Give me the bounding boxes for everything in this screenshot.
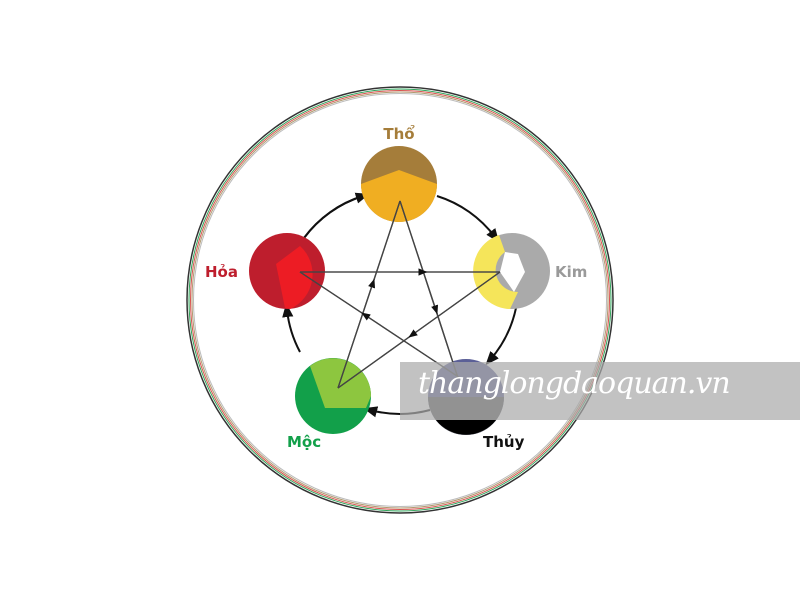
element-tho xyxy=(361,146,437,222)
watermark-text: thanglongdaoquan.vn xyxy=(418,366,731,401)
watermark-banner: thanglongdaoquan.vn xyxy=(400,362,800,420)
controlling-star xyxy=(299,200,501,389)
outer-ring xyxy=(186,86,614,514)
label-tho: Thổ xyxy=(383,124,415,143)
label-hoa: Hỏa xyxy=(205,263,238,281)
element-moc xyxy=(295,358,371,434)
label-moc: Mộc xyxy=(287,433,321,451)
label-thuy: Thủy xyxy=(483,433,525,451)
label-kim: Kim xyxy=(555,263,587,281)
element-kim xyxy=(473,233,550,309)
element-hoa xyxy=(249,233,325,309)
